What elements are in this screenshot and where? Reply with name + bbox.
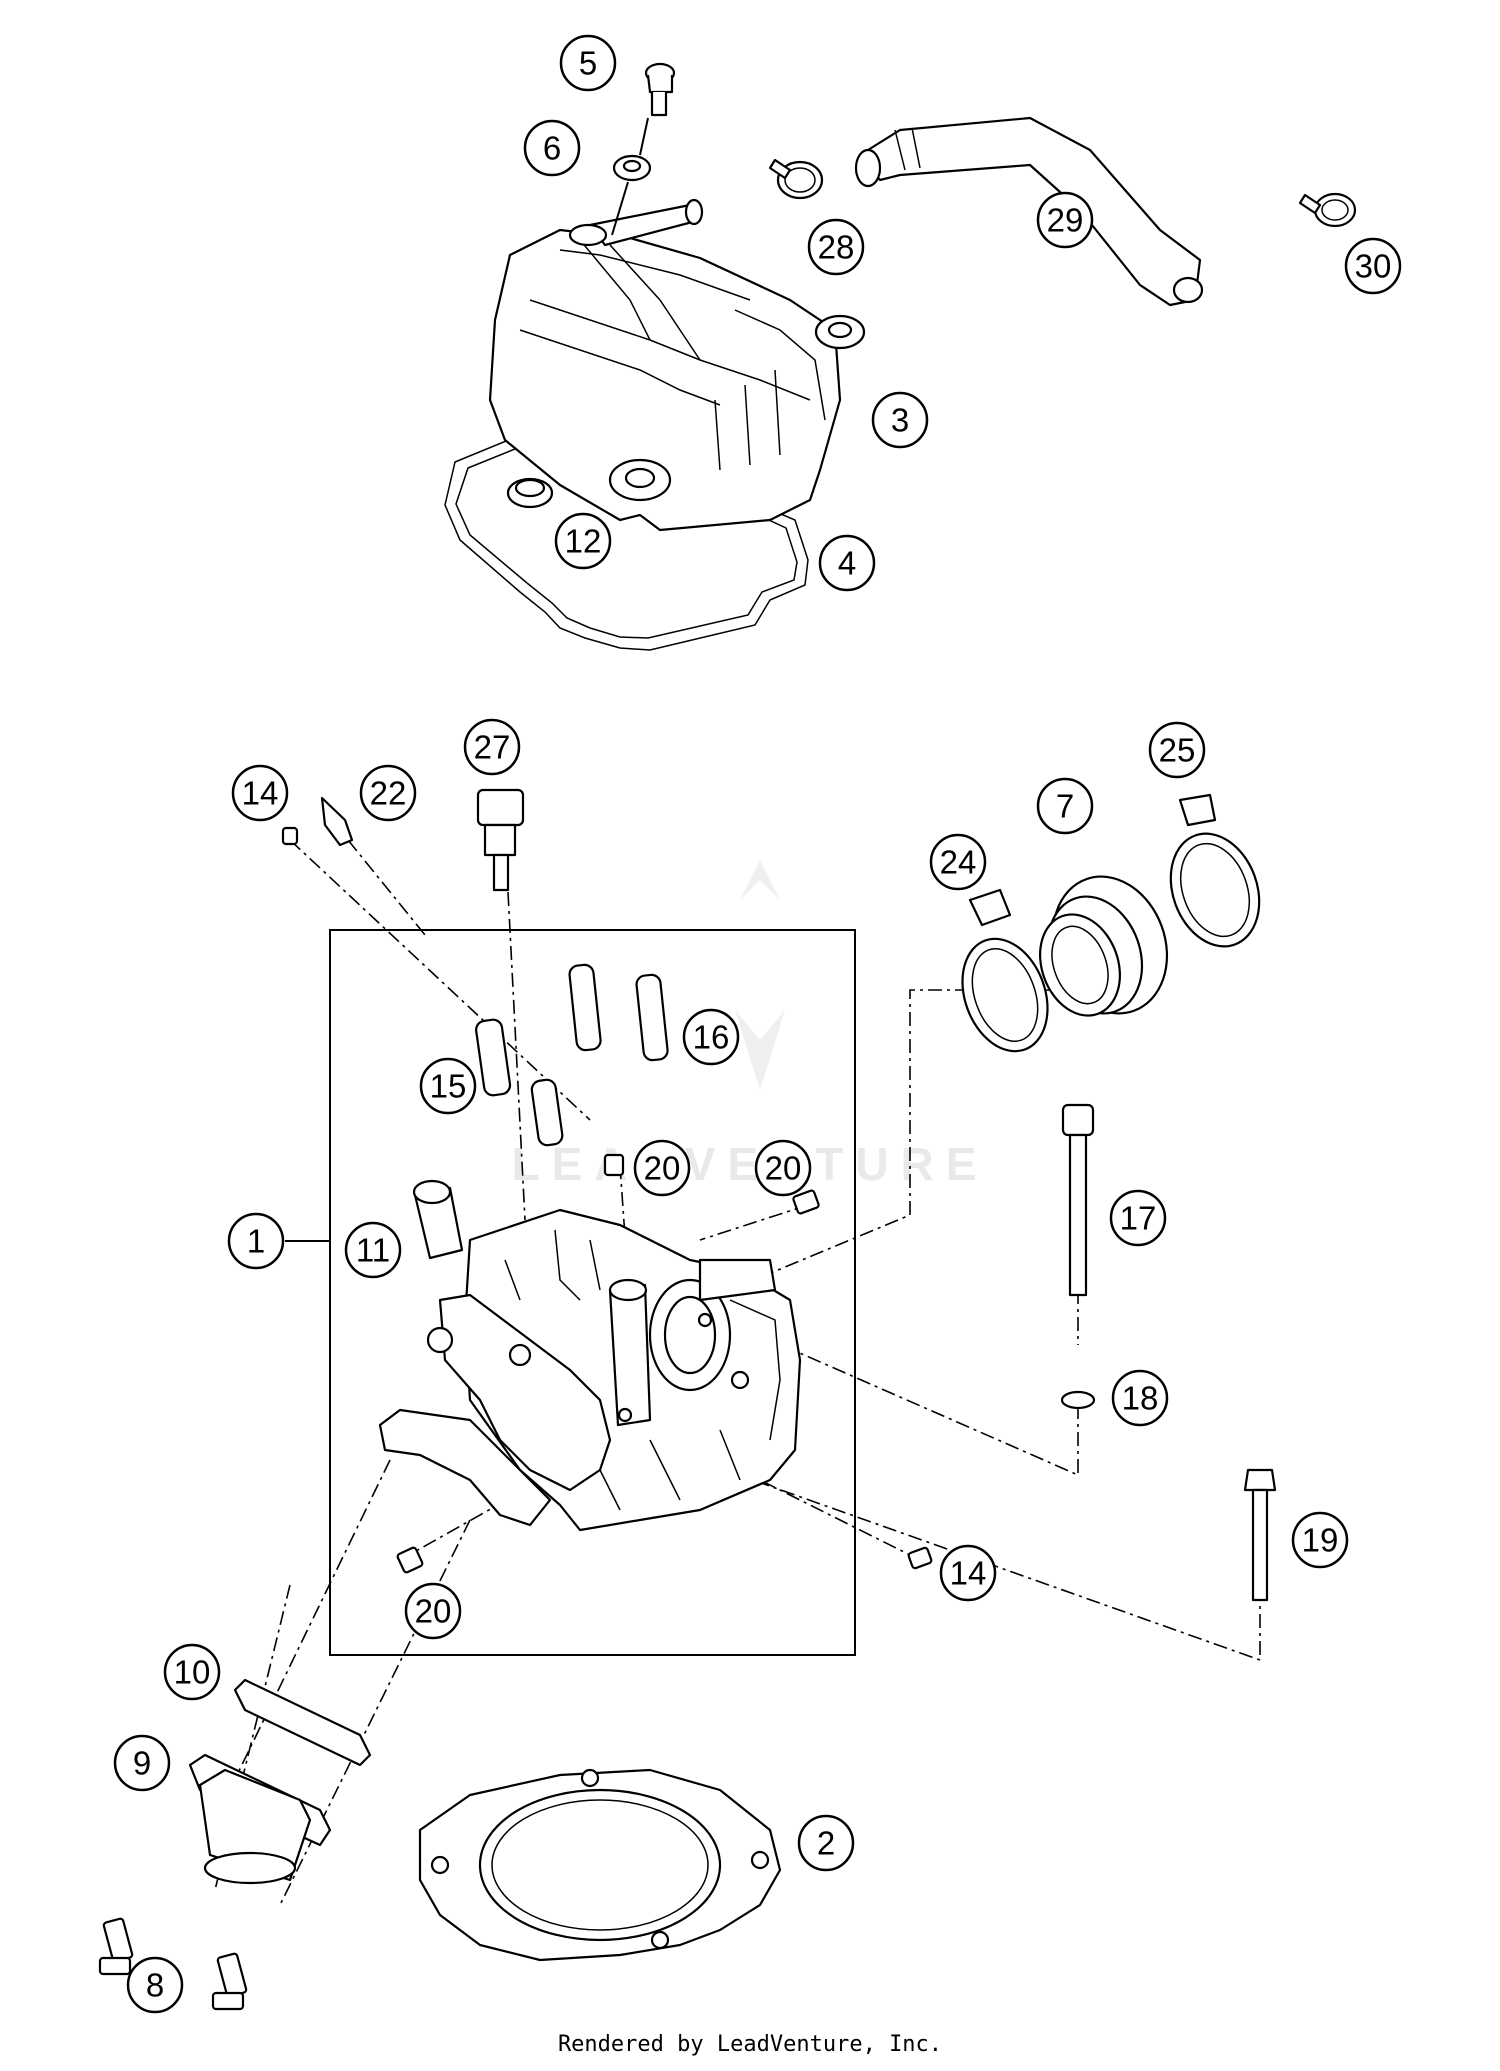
assembly-frame	[329, 929, 856, 1656]
intake-clamp-25	[1169, 793, 1261, 948]
intake-clamp-24	[961, 888, 1049, 1053]
callout-9-label: 9	[133, 1745, 151, 1782]
grommet-12	[506, 477, 554, 509]
intake-flange	[188, 1753, 332, 1885]
cylinder-head	[378, 1208, 802, 1532]
callout-3-label: 3	[891, 402, 909, 439]
flange-bolt-1	[98, 1917, 134, 1976]
callout-10-label: 10	[174, 1654, 211, 1691]
hose-clamp-30	[1298, 192, 1357, 228]
callout-14-lower: 14	[939, 1544, 997, 1602]
callout-20-bottom-label: 20	[415, 1593, 452, 1630]
callout-25: 25	[1148, 721, 1206, 779]
callout-30: 30	[1344, 237, 1402, 295]
callout-9: 9	[113, 1734, 171, 1792]
callout-22-label: 22	[370, 775, 407, 812]
callout-8-label: 8	[146, 1967, 164, 2004]
watermark: LEADVENTURE	[511, 860, 988, 1190]
callout-18: 18	[1111, 1369, 1169, 1427]
callout-10: 10	[163, 1643, 221, 1701]
callout-17-label: 17	[1120, 1200, 1157, 1237]
callout-28: 28	[807, 218, 865, 276]
callout-1-label: 1	[247, 1223, 265, 1260]
intake-boot	[1039, 875, 1169, 1017]
plug-14-top	[281, 826, 299, 846]
callouts: 5 6 28 29 30 3 12 4 27 14 22 25 7 24 1 1…	[113, 34, 1402, 2014]
hose-clamp-28	[768, 158, 824, 200]
callout-22: 22	[359, 764, 417, 822]
callout-27: 27	[463, 718, 521, 776]
callout-20-top: 20	[633, 1139, 691, 1197]
callout-12-label: 12	[565, 523, 602, 560]
fitting-22	[320, 796, 354, 847]
callout-17: 17	[1109, 1189, 1167, 1247]
callout-30-label: 30	[1355, 248, 1392, 285]
set-screw-bottom	[396, 1546, 424, 1574]
callout-15: 15	[419, 1057, 477, 1115]
breather-hose	[854, 116, 1204, 307]
callout-8: 8	[126, 1956, 184, 2014]
callout-1: 1	[227, 1212, 285, 1270]
callout-20-top-label: 20	[644, 1150, 681, 1187]
set-screw-top	[603, 1153, 625, 1177]
callout-14-lower-label: 14	[950, 1555, 987, 1592]
callout-16: 16	[682, 1008, 740, 1066]
stud-bolt-17	[1061, 1103, 1095, 1297]
callout-11-label: 11	[356, 1232, 390, 1269]
callout-3: 3	[871, 391, 929, 449]
callout-14-top: 14	[231, 764, 289, 822]
callout-5-label: 5	[579, 45, 597, 82]
cover-bolt	[644, 62, 676, 117]
callout-28-label: 28	[818, 229, 855, 266]
callout-19-label: 19	[1302, 1522, 1339, 1559]
callout-20-right-label: 20	[765, 1150, 802, 1187]
callout-29-label: 29	[1047, 202, 1084, 239]
callout-20-bottom: 20	[404, 1582, 462, 1640]
callout-24: 24	[929, 833, 987, 891]
seal-washer	[612, 154, 652, 182]
watermark-text: LEADVENTURE	[511, 1138, 988, 1190]
washer-18	[1060, 1390, 1096, 1410]
callout-2-label: 2	[817, 1825, 835, 1862]
callout-25-label: 25	[1159, 732, 1196, 769]
flange-gasket	[233, 1678, 372, 1767]
callout-24-label: 24	[940, 844, 977, 881]
valve-cover-group	[444, 62, 1357, 651]
callout-6-label: 6	[543, 130, 561, 167]
callout-20-right: 20	[754, 1139, 812, 1197]
callout-27-label: 27	[474, 729, 511, 766]
callout-29: 29	[1036, 191, 1094, 249]
flange-bolt-2	[211, 1952, 248, 2011]
callout-4: 4	[818, 534, 876, 592]
plug-14-lower	[907, 1546, 933, 1570]
callout-16-label: 16	[693, 1019, 730, 1056]
callout-7: 7	[1036, 777, 1094, 835]
cylinder-head-gasket	[418, 1768, 782, 1962]
callout-5: 5	[559, 34, 617, 92]
footer-credit: Rendered by LeadVenture, Inc.	[557, 2032, 943, 2057]
plug-11	[412, 1179, 464, 1260]
bolt-19	[1243, 1468, 1277, 1602]
valve-cover	[488, 228, 842, 532]
callout-4-label: 4	[838, 545, 856, 582]
set-screw-right	[792, 1189, 820, 1215]
callout-2: 2	[797, 1814, 855, 1872]
callout-15-label: 15	[430, 1068, 467, 1105]
temperature-sensor	[476, 788, 525, 892]
callout-18-label: 18	[1122, 1380, 1159, 1417]
callout-14-top-label: 14	[242, 775, 279, 812]
callout-12: 12	[554, 512, 612, 570]
callout-6: 6	[523, 119, 581, 177]
valve-guides	[475, 963, 669, 1147]
callout-19: 19	[1291, 1511, 1349, 1569]
callout-7-label: 7	[1056, 788, 1074, 825]
callout-11: 11	[344, 1221, 402, 1279]
